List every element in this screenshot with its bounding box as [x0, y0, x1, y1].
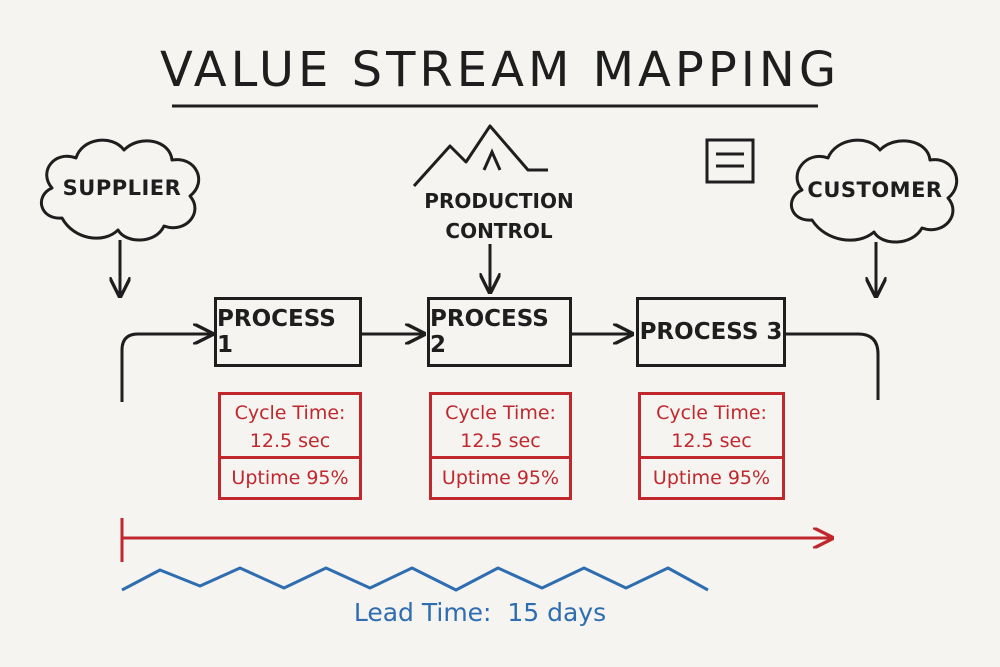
production-control-line1: PRODUCTION — [424, 189, 574, 213]
supplier-cloud-icon — [40, 138, 201, 242]
roof-peak-icon — [482, 148, 502, 171]
data-box-2: Cycle Time: 12.5 sec Uptime 95% — [429, 392, 572, 500]
production-control-label: PRODUCTION CONTROL — [399, 186, 599, 246]
process-box-1: PROCESS 1 — [214, 297, 362, 367]
lead-time-label: Lead Time: 15 days — [353, 598, 607, 627]
process-name: PROCESS 2 — [430, 306, 549, 358]
process-box-3: PROCESS 3 — [636, 297, 786, 367]
process-name: PROCESS 3 — [639, 319, 783, 345]
page-title: VALUE STREAM MAPPING — [159, 42, 841, 98]
cycle-time-cell: Cycle Time: 12.5 sec — [221, 395, 359, 459]
data-box-1: Cycle Time: 12.5 sec Uptime 95% — [218, 392, 362, 500]
cycle-time-cell: Cycle Time: 12.5 sec — [432, 395, 569, 459]
supplier-label: SUPPLIER — [62, 176, 182, 200]
uptime-cell: Uptime 95% — [231, 467, 349, 489]
cycle-time-value: 12.5 sec — [460, 430, 541, 452]
data-box-3: Cycle Time: 12.5 sec Uptime 95% — [638, 392, 785, 500]
factory-roof-icon — [412, 124, 548, 188]
uptime-cell: Uptime 95% — [441, 467, 560, 489]
inbound-flow-arrow — [120, 334, 212, 402]
uptime-cell: Uptime 95% — [652, 467, 771, 489]
process-name: PROCESS 1 — [217, 306, 336, 358]
outbound-flow-line — [786, 332, 880, 400]
cycle-time-label: Cycle Time: — [445, 402, 556, 424]
cycle-time-cell: Cycle Time: 12.5 sec — [641, 395, 782, 459]
cycle-time-label: Cycle Time: — [656, 402, 767, 424]
cycle-time-value: 12.5 sec — [671, 430, 752, 452]
cycle-time-label: Cycle Time: — [234, 402, 346, 424]
production-control-line2: CONTROL — [445, 219, 553, 243]
customer-label: CUSTOMER — [807, 178, 943, 202]
cycle-time-value: 12.5 sec — [249, 430, 331, 452]
timeline-zigzag — [121, 566, 709, 592]
process-box-2: PROCESS 2 — [427, 297, 572, 367]
customer-cloud-icon — [790, 138, 959, 244]
document-icon — [705, 138, 755, 184]
